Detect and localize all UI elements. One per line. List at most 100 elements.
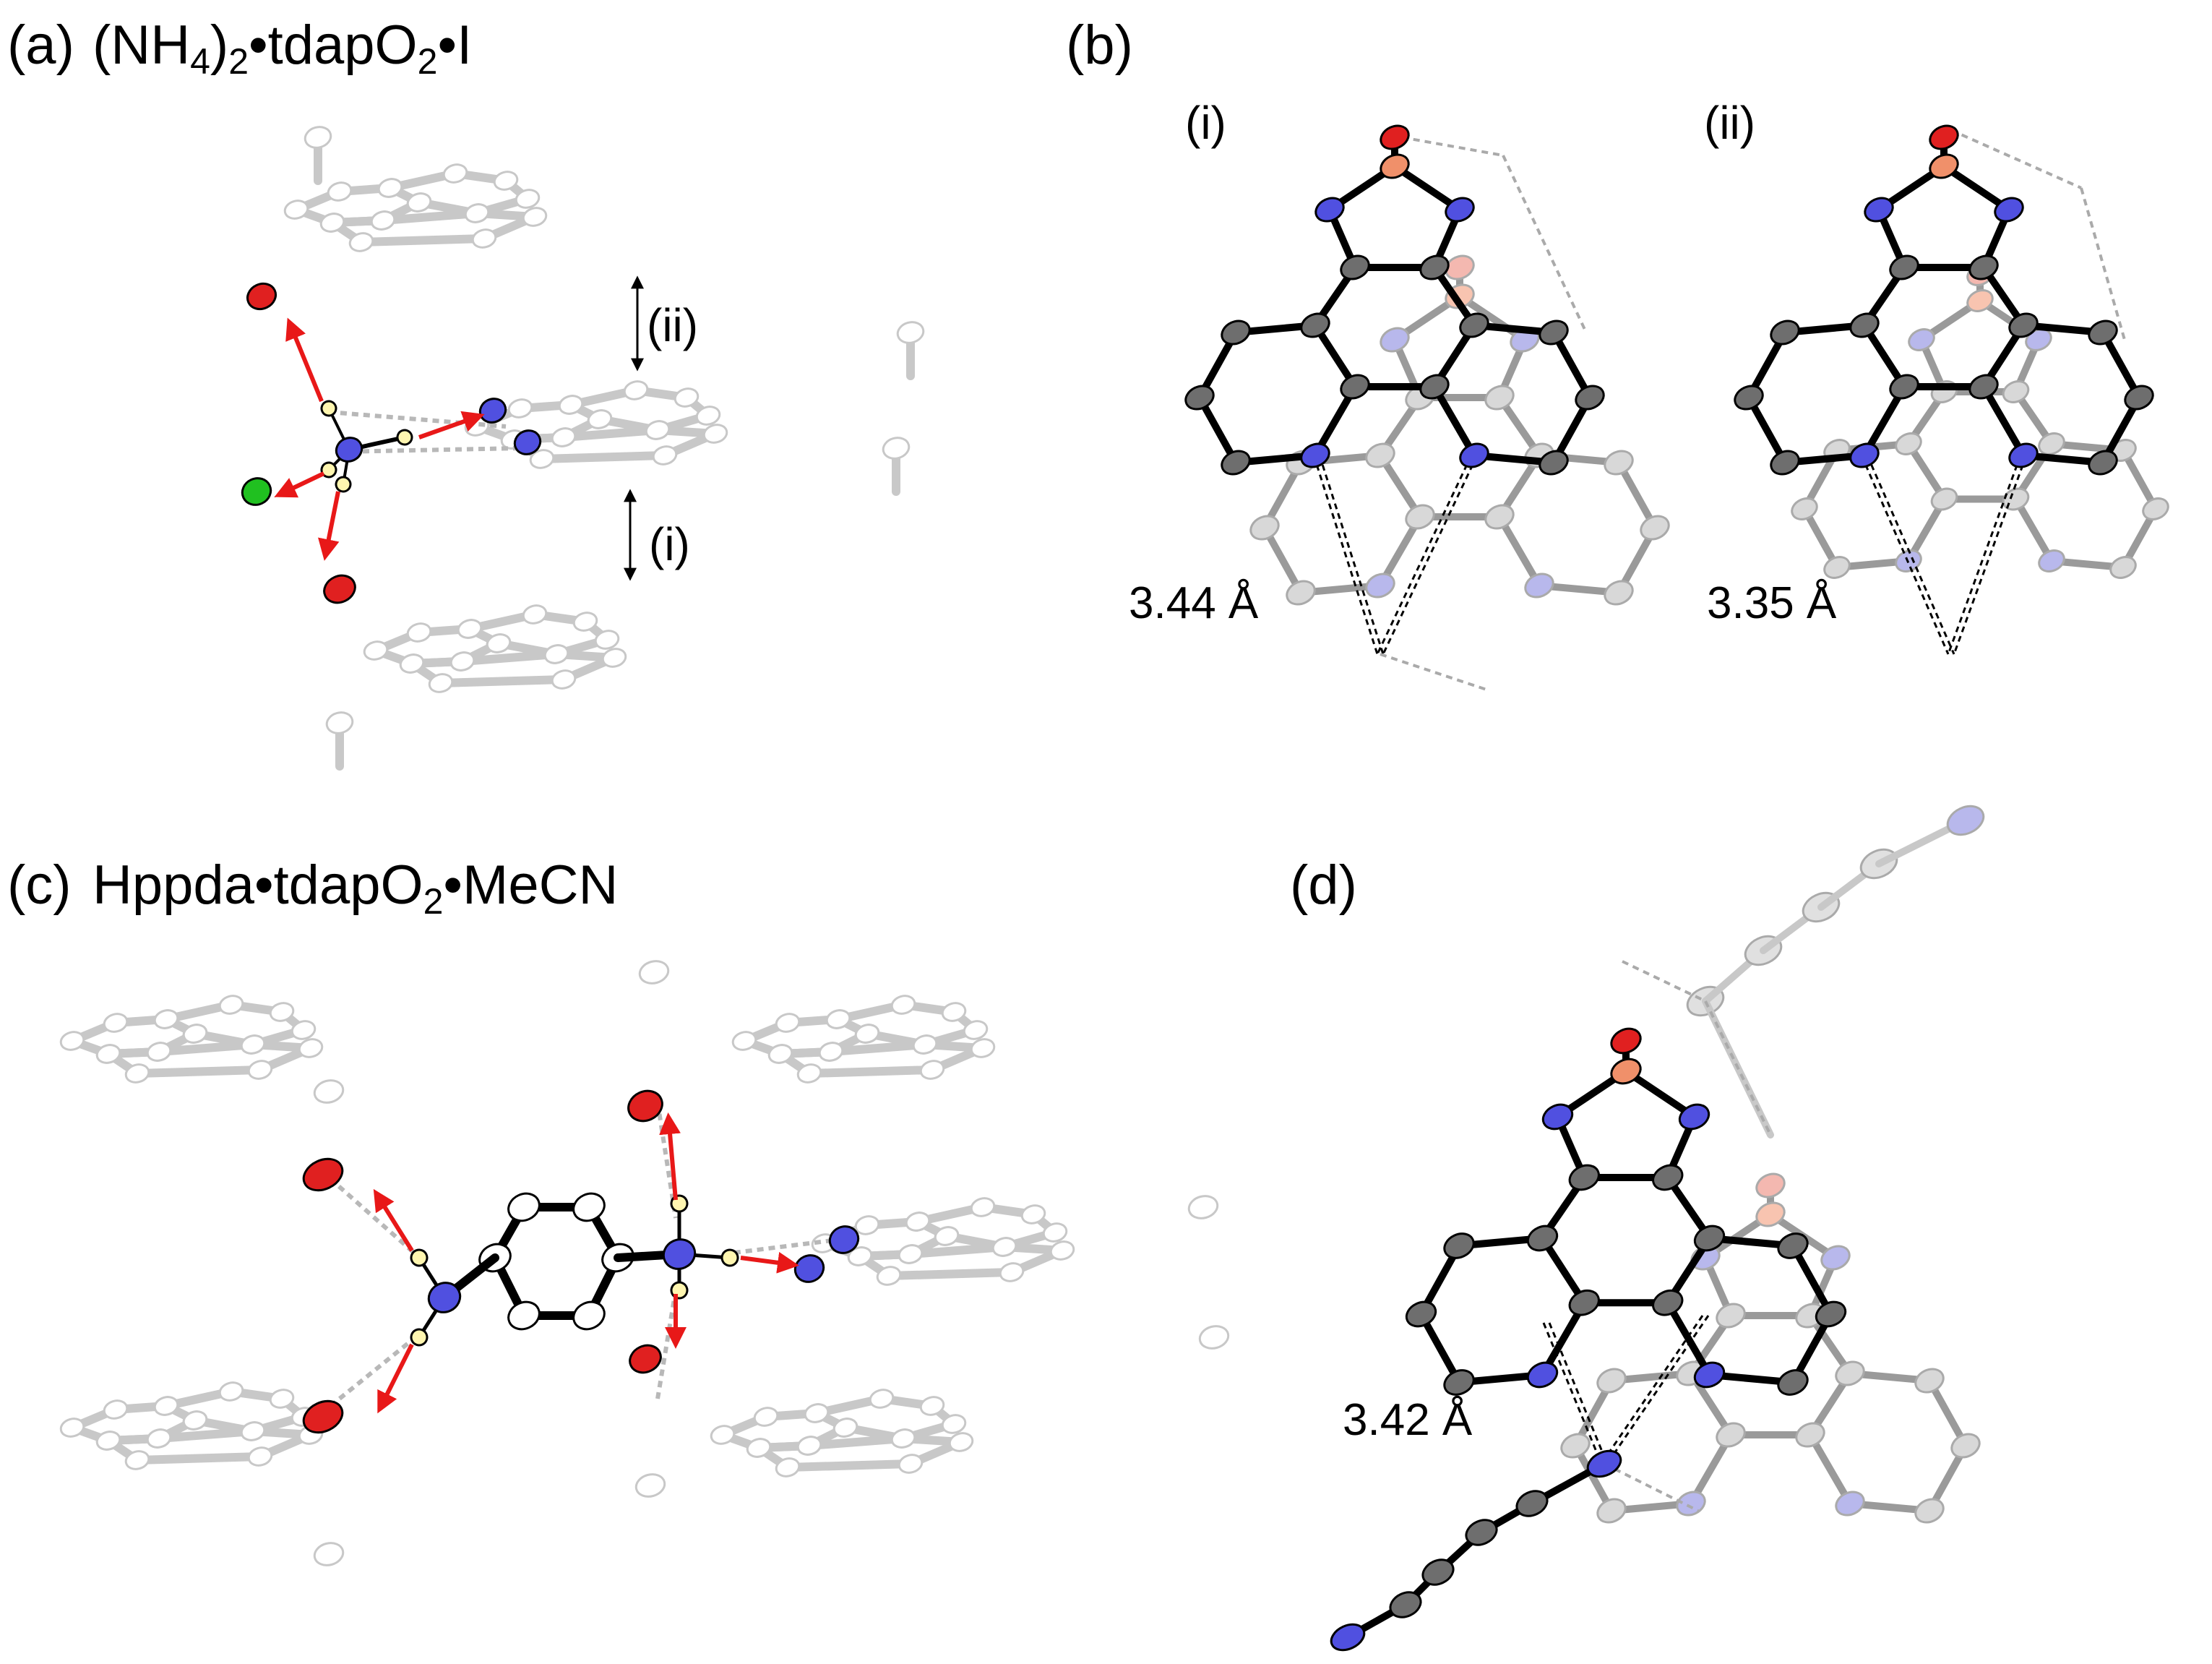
carbon-atom: [1914, 1498, 1945, 1524]
background-atom: [59, 1031, 85, 1051]
background-atom: [313, 1542, 345, 1566]
carbon-atom: [1538, 319, 1569, 346]
carbon-atom: [1249, 515, 1280, 541]
background-atom: [551, 669, 577, 690]
bond: [1615, 459, 1658, 531]
carbon-atom: [1604, 450, 1634, 476]
bond: [1496, 513, 1543, 589]
background-atom: [348, 232, 374, 252]
background-atom: [804, 1403, 830, 1423]
bond: [133, 1065, 264, 1078]
background-atom: [269, 1389, 295, 1409]
bond: [1550, 329, 1593, 401]
background-atom: [240, 1421, 266, 1441]
contact-line: [655, 1290, 678, 1399]
background-atom: [507, 398, 533, 419]
nitrogen-atom: [1946, 805, 1985, 836]
carbon-atom: [2124, 385, 2154, 411]
nitrogen-atom: [1524, 572, 1554, 599]
distance-label-d: 3.42 Å: [1343, 1395, 1473, 1445]
background-atom: [905, 1211, 931, 1232]
hydrogen-atom: [410, 1328, 429, 1347]
background-molecules: [59, 126, 2169, 1566]
background-atom: [796, 1063, 822, 1084]
nitrogen-atom: [1864, 197, 1894, 223]
bond: [1801, 505, 1841, 571]
contact-line: [1312, 455, 1379, 655]
background-atom: [406, 622, 432, 643]
nitrogen-atom: [1835, 1491, 1865, 1517]
hbond-arrow: [659, 1112, 681, 1201]
bond: [133, 1452, 264, 1464]
carbon-atom: [507, 1192, 541, 1222]
bond: [2099, 329, 2143, 401]
bond: [1940, 163, 2013, 213]
background-atom: [919, 1060, 945, 1080]
panel-c-label: (c): [7, 854, 72, 916]
bond: [1807, 1431, 1854, 1507]
background-atom: [572, 612, 598, 632]
contact-line: [2080, 187, 2126, 340]
background-atom: [218, 1381, 244, 1402]
carbon-atom: [1596, 1498, 1627, 1524]
contact-line: [1604, 1462, 1699, 1512]
background-atom: [406, 192, 432, 213]
carbon-atom: [1734, 385, 1764, 411]
background-atom: [731, 1031, 757, 1051]
contact-line: [1380, 653, 1489, 692]
background-atom: [327, 181, 353, 202]
background-atom: [912, 1034, 938, 1055]
hydrogen-atom: [320, 400, 337, 417]
carbon-atom: [1300, 312, 1330, 338]
carbon-atom: [1575, 385, 1605, 411]
background-atom: [890, 995, 916, 1015]
hydrogen-bond-arrows: [274, 317, 799, 1414]
carbon-atom: [1389, 1591, 1422, 1618]
background-atom: [471, 228, 497, 249]
nitrogen-atom: [2008, 442, 2039, 468]
nitrogen-atom: [1908, 328, 1935, 351]
selenium-atom: [1610, 1058, 1642, 1085]
bond: [783, 1459, 915, 1472]
background-atom: [59, 1418, 85, 1438]
carbon-atom: [572, 1192, 606, 1222]
background-atom: [775, 1013, 801, 1033]
bond: [155, 1040, 257, 1056]
selenium-atom: [1966, 289, 1994, 312]
bond: [885, 1268, 1016, 1280]
bond: [1538, 1235, 1588, 1307]
selenium-atom: [1929, 153, 1959, 179]
bond: [436, 675, 568, 687]
carbon-atom: [1340, 254, 1370, 280]
oxygen-atom: [1380, 124, 1410, 150]
bond: [155, 1427, 257, 1443]
carbon-atom: [2142, 497, 2169, 520]
background-atom: [103, 1013, 129, 1033]
bond: [357, 234, 489, 246]
hydrogen-atom: [410, 1248, 429, 1267]
background-atom: [832, 1418, 858, 1438]
hbond-arrow: [377, 1343, 414, 1414]
carbon-atom: [1405, 1300, 1437, 1328]
background-atom: [522, 207, 548, 227]
background-atom: [948, 1432, 974, 1452]
bond: [458, 650, 561, 666]
background-atom: [876, 1266, 902, 1286]
bond: [1905, 440, 1948, 503]
oxygen-atom: [1755, 1172, 1786, 1198]
background-atom: [1198, 1325, 1230, 1350]
background-atom: [247, 1060, 273, 1080]
background-atom: [818, 1042, 844, 1062]
hbond-arrow: [373, 1188, 414, 1252]
nitrogen-atom: [1459, 442, 1489, 468]
bond: [1312, 322, 1359, 390]
panel-c-title: Hppda•tdapO2•MeCN: [92, 854, 618, 922]
carbon-atom: [1221, 319, 1251, 346]
background-atom: [941, 1002, 967, 1022]
background-atom: [124, 1063, 150, 1084]
carbon-atom: [1693, 1225, 1726, 1252]
nitrogen-atom: [1693, 1361, 1726, 1389]
carbon-atom: [1968, 254, 1999, 280]
nitrogen-atom: [2038, 549, 2065, 572]
carbon-atom: [2109, 556, 2137, 579]
